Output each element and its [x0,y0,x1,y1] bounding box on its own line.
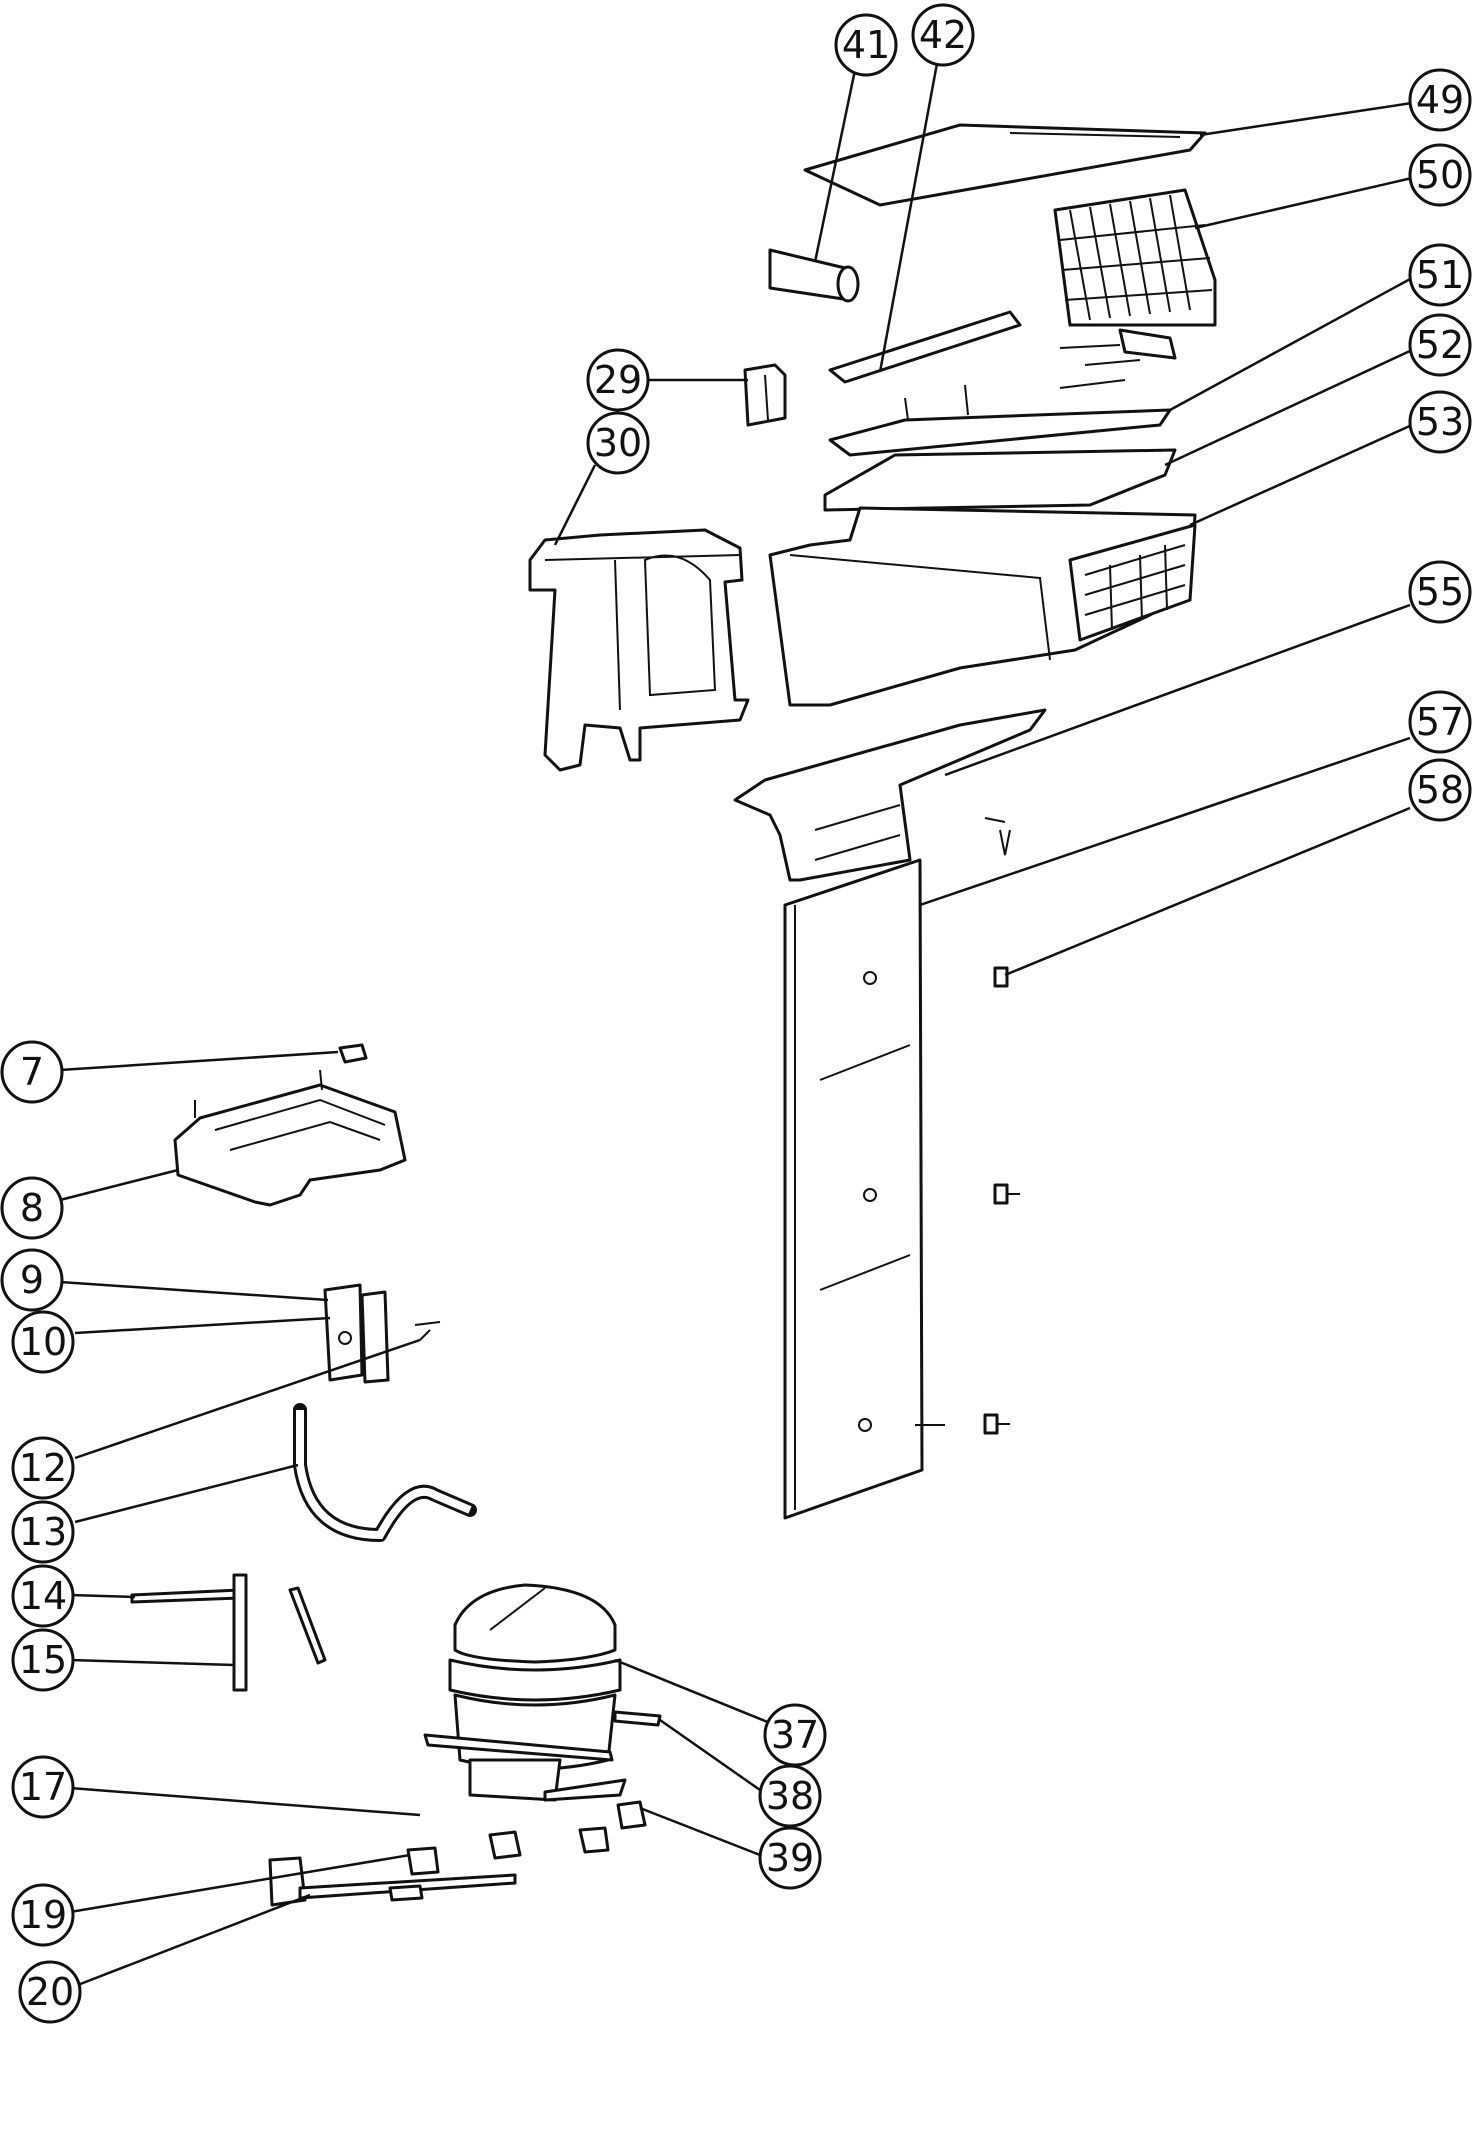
part-39-feet [406,1800,647,1876]
part-49-top-cover [803,123,1207,207]
callout-55: 55 [1408,560,1472,624]
part-8-base-frame [173,1069,407,1207]
callout-39-label: 39 [766,1836,814,1880]
callout-19: 19 [11,1883,75,1947]
callout-50-label: 50 [1416,153,1464,197]
callout-57: 57 [1408,690,1472,754]
callout-9-label: 9 [20,1258,44,1302]
callout-30-label: 30 [594,421,642,465]
callout-37: 37 [763,1703,827,1767]
callout-55-label: 55 [1416,570,1464,614]
callout-58-label: 58 [1416,768,1464,812]
part-41-cylinder [768,248,860,303]
part-13-tube [293,1403,477,1542]
part-58-clips [983,966,1020,1435]
callout-29-label: 29 [594,358,642,402]
callout-38: 38 [758,1764,822,1828]
callout-50: 50 [1408,143,1472,207]
part-52-shelf [823,448,1177,512]
part-50-evaporator [1053,188,1217,389]
part-29-block [743,363,787,427]
callout-12-label: 12 [19,1446,67,1490]
callout-17: 17 [11,1755,75,1819]
callout-14-label: 14 [19,1574,67,1618]
callout-17-label: 17 [19,1765,67,1809]
callout-9: 9 [0,1248,64,1312]
part-19-20-relay [268,1856,517,1907]
part-7-cap [338,1043,368,1064]
callout-42-label: 42 [919,13,967,57]
callout-58: 58 [1408,758,1472,822]
callout-10: 10 [11,1310,75,1374]
callout-14: 14 [11,1564,75,1628]
callout-20: 20 [18,1960,82,2024]
callout-37-label: 37 [771,1713,819,1757]
callout-15: 15 [11,1628,75,1692]
callout-51-label: 51 [1416,253,1464,297]
callout-51: 51 [1408,243,1472,307]
part-14-15-heater [130,1573,327,1692]
callout-13-label: 13 [19,1510,67,1554]
part-42-rod [828,310,1022,384]
callout-53-label: 53 [1416,400,1464,444]
callout-49-label: 49 [1416,78,1464,122]
leader-lines [59,57,1413,1990]
callout-53: 53 [1408,390,1472,454]
callout-12: 12 [11,1436,75,1500]
callout-52-label: 52 [1416,323,1464,367]
part-57-rear-panel [783,858,945,1520]
callout-38-label: 38 [766,1774,814,1818]
callout-57-label: 57 [1416,700,1464,744]
part-30-housing [528,528,750,772]
part-37-compressor [448,1583,622,1802]
callout-7-label: 7 [20,1050,44,1094]
callout-39: 39 [758,1826,822,1890]
callout-29: 29 [586,348,650,412]
callout-8-label: 8 [20,1186,44,1230]
part-9-10-bracket [323,1283,441,1384]
part-55-bracket [733,708,1047,882]
callout-41: 41 [834,13,898,77]
callout-19-label: 19 [19,1893,67,1937]
callout-10-label: 10 [19,1320,67,1364]
callout-7: 7 [0,1040,64,1104]
callout-49: 49 [1408,68,1472,132]
callout-15-label: 15 [19,1638,67,1682]
callout-42: 42 [911,3,975,67]
part-51-frame [828,384,1172,457]
part-53-ice-bin [768,506,1197,707]
callout-13: 13 [11,1500,75,1564]
callout-41-label: 41 [842,23,890,67]
callout-8: 8 [0,1176,64,1240]
callout-30: 30 [586,411,650,475]
callout-20-label: 20 [26,1970,74,2014]
callout-52: 52 [1408,313,1472,377]
part-38-mount-plate [423,1710,662,1802]
